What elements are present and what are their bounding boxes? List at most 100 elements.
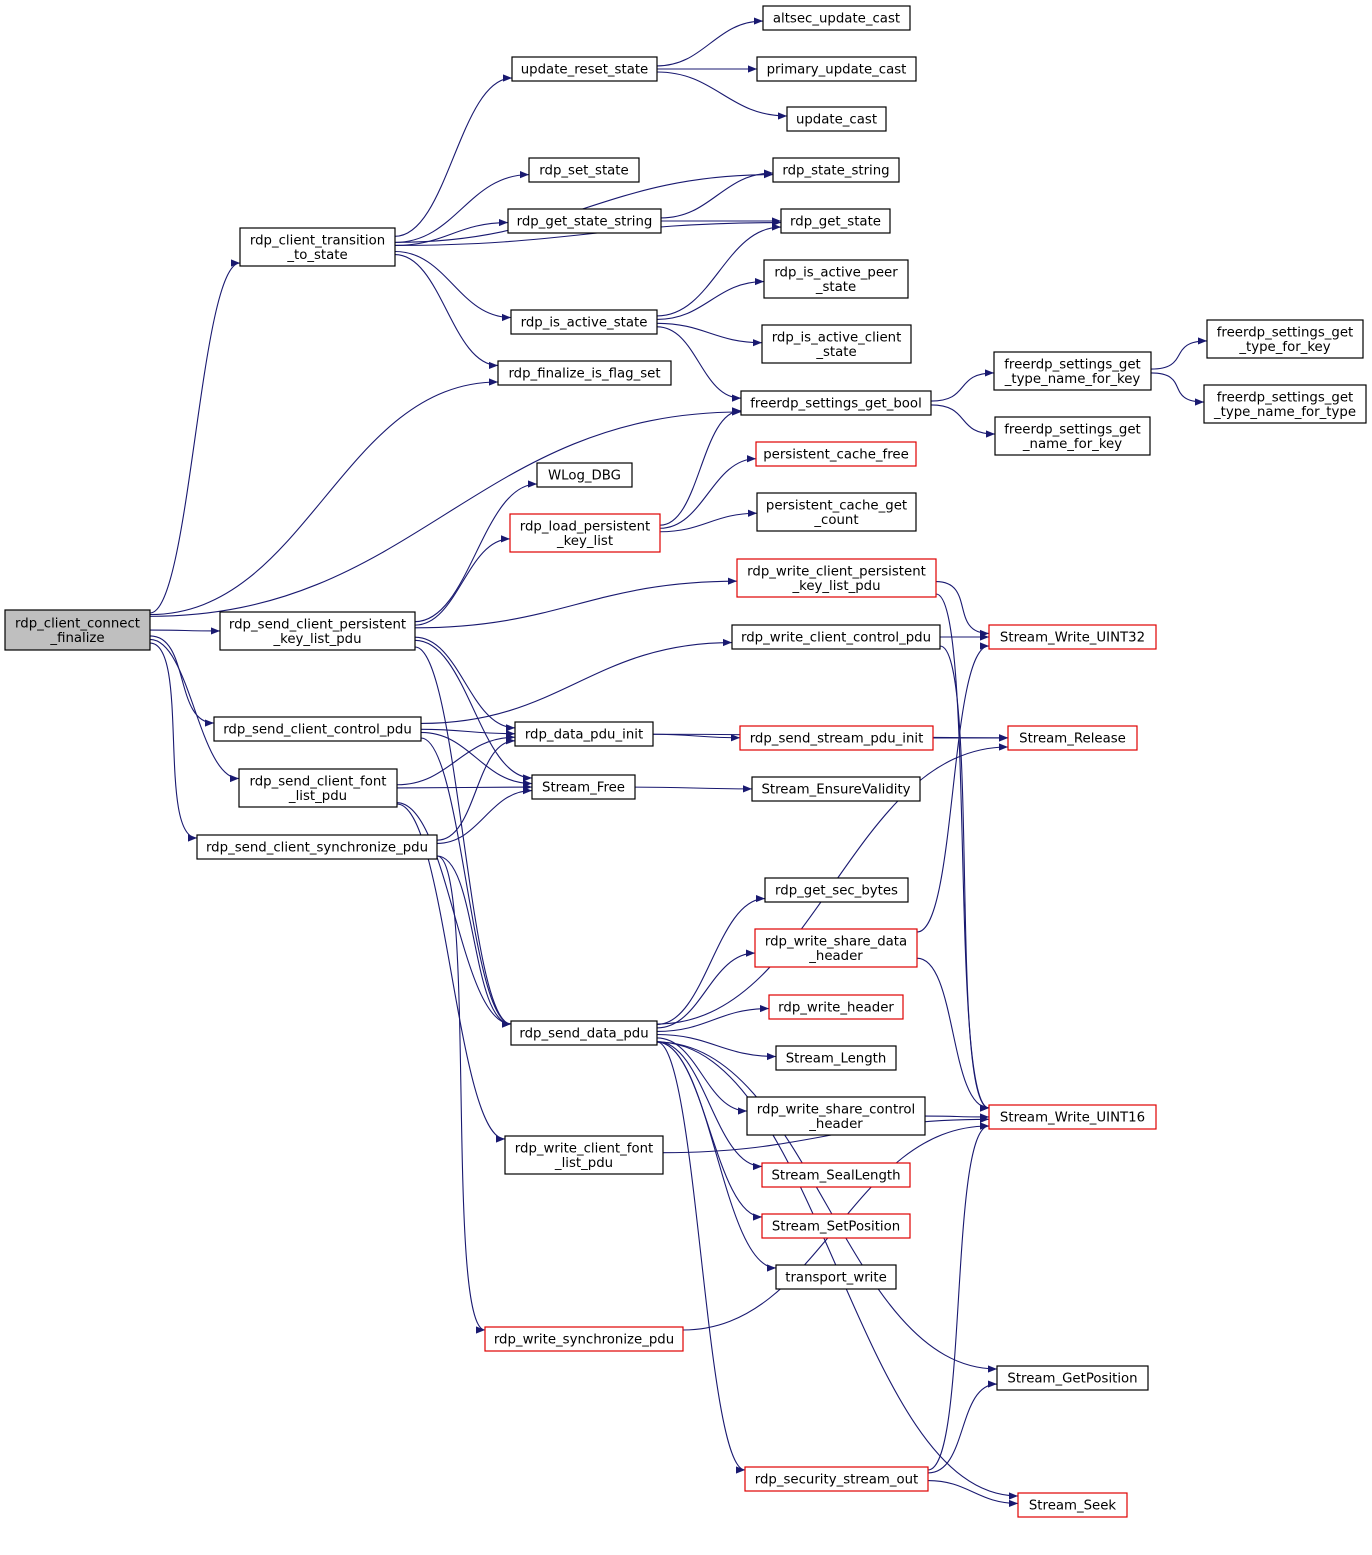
node-label: rdp_send_client_font	[249, 774, 386, 789]
node-get-state[interactable]: rdp_get_state	[780, 208, 891, 234]
edge-send-font-to-data-pdu-init	[396, 733, 516, 786]
node-sec-stream-out[interactable]: rdp_security_stream_out	[744, 1466, 929, 1492]
node-label: _type_for_key	[1238, 340, 1330, 355]
node-label: rdp_write_client_persistent	[747, 564, 926, 579]
node-seek[interactable]: Stream_Seek	[1017, 1492, 1128, 1518]
node-ensure-valid[interactable]: Stream_EnsureValidity	[751, 776, 921, 802]
node-get-position[interactable]: Stream_GetPosition	[996, 1365, 1149, 1391]
node-stream-free[interactable]: Stream_Free	[531, 774, 636, 800]
edge-arrow	[414, 639, 533, 782]
node-name-for-key[interactable]: freerdp_settings_get_name_for_key	[994, 416, 1151, 456]
node-active-client[interactable]: rdp_is_active_client_state	[761, 324, 912, 364]
edge-arrow	[1150, 372, 1205, 406]
node-type-name-type[interactable]: freerdp_settings_get_type_name_for_type	[1203, 384, 1367, 424]
node-set-state[interactable]: rdp_set_state	[528, 157, 640, 183]
node-active-peer[interactable]: rdp_is_active_peer_state	[763, 259, 909, 299]
node-share-ctrl-hdr[interactable]: rdp_write_share_control_header	[746, 1096, 926, 1136]
node-set-position[interactable]: Stream_SetPosition	[761, 1213, 911, 1239]
node-label: rdp_write_share_data	[765, 934, 907, 949]
node-send-font[interactable]: rdp_send_client_font_list_pdu	[238, 768, 398, 808]
node-uint16[interactable]: Stream_Write_UINT16	[988, 1104, 1157, 1130]
edge-arrow	[924, 1113, 990, 1121]
node-sec-bytes[interactable]: rdp_get_sec_bytes	[764, 877, 909, 903]
node-load-pkl[interactable]: rdp_load_persistent_key_list	[509, 513, 661, 553]
node-box	[996, 1365, 1149, 1391]
edge-send-pkl-to-stream-free	[414, 639, 533, 782]
edge-load-pkl-to-pcache-free	[659, 455, 757, 529]
node-label: _type_name_for_type	[1213, 405, 1356, 420]
edge-send-ctrl-to-write-ctrl	[420, 638, 733, 725]
edge-arrow	[656, 326, 742, 402]
node-label: Stream_Seek	[1029, 1499, 1117, 1514]
node-send-pkl[interactable]: rdp_send_client_persistent_key_list_pdu	[219, 611, 416, 651]
edge-root-to-transition	[149, 259, 241, 614]
node-label: freerdp_settings_get	[1004, 357, 1141, 372]
node-box	[739, 725, 934, 751]
node-send-stream-init[interactable]: rdp_send_stream_pdu_init	[739, 725, 934, 751]
node-send-data-pdu[interactable]: rdp_send_data_pdu	[510, 1020, 658, 1046]
node-is-active-state[interactable]: rdp_is_active_state	[510, 309, 658, 335]
edge-update-reset-to-altsec	[656, 17, 764, 67]
node-data-pdu-init[interactable]: rdp_data_pdu_init	[514, 721, 654, 747]
node-label: WLog_DBG	[548, 469, 621, 484]
node-type-name-key[interactable]: freerdp_settings_get_type_name_for_key	[993, 351, 1152, 391]
node-seal-length[interactable]: Stream_SealLength	[761, 1162, 911, 1188]
node-send-sync[interactable]: rdp_send_client_synchronize_pdu	[196, 834, 438, 860]
node-label: rdp_send_client_synchronize_pdu	[206, 841, 428, 856]
node-write-pkl[interactable]: rdp_write_client_persistent_key_list_pdu	[736, 558, 937, 598]
node-transport-write[interactable]: transport_write	[775, 1264, 897, 1290]
edge-send-data-pdu-to-stream-length	[656, 1033, 777, 1061]
node-label: rdp_send_stream_pdu_init	[750, 732, 924, 747]
node-get-state-string[interactable]: rdp_get_state_string	[507, 208, 662, 234]
node-transition[interactable]: rdp_client_transition_to_state	[239, 227, 396, 267]
node-write-sync[interactable]: rdp_write_synchronize_pdu	[484, 1326, 684, 1352]
node-stream-length[interactable]: Stream_Length	[775, 1045, 897, 1071]
node-wlog[interactable]: WLog_DBG	[536, 462, 633, 488]
node-share-data-hdr[interactable]: rdp_write_share_data_header	[754, 928, 918, 968]
edge-arrow	[1150, 337, 1208, 370]
node-type-for-key[interactable]: freerdp_settings_get_type_for_key	[1206, 319, 1364, 359]
node-pcache-count[interactable]: persistent_cache_get_count	[756, 492, 917, 532]
node-label: rdp_security_stream_out	[755, 1473, 919, 1488]
node-label: rdp_set_state	[539, 164, 628, 179]
node-box	[775, 1045, 897, 1071]
edge-arrow	[394, 218, 782, 246]
edge-arrow	[930, 369, 995, 402]
node-write-header[interactable]: rdp_write_header	[768, 994, 904, 1020]
node-primary[interactable]: primary_update_cast	[756, 56, 917, 82]
node-box	[744, 1466, 929, 1492]
node-label: update_reset_state	[521, 63, 649, 78]
node-update-cast[interactable]: update_cast	[786, 106, 887, 132]
node-label: _list_pdu	[288, 789, 347, 804]
node-box	[988, 1104, 1157, 1130]
node-finalize-flag[interactable]: rdp_finalize_is_flag_set	[497, 360, 672, 386]
node-root[interactable]: rdp_client_connect_finalize	[4, 609, 151, 651]
edge-arrow	[414, 480, 538, 623]
node-label: _header	[808, 949, 863, 964]
node-label: rdp_get_sec_bytes	[775, 884, 898, 899]
node-release[interactable]: Stream_Release	[1007, 725, 1138, 751]
node-label: freerdp_settings_get	[1217, 390, 1354, 405]
edge-arrow	[396, 783, 533, 791]
node-send-ctrl[interactable]: rdp_send_client_control_pdu	[213, 716, 422, 742]
edge-arrow	[659, 509, 758, 533]
edge-arrow	[930, 404, 996, 438]
node-label: primary_update_cast	[767, 63, 907, 78]
edge-arrow	[634, 785, 753, 793]
node-state-string[interactable]: rdp_state_string	[772, 157, 900, 183]
edge-arrow	[149, 635, 215, 727]
edge-arrow	[420, 728, 516, 738]
edge-send-data-pdu-to-sec-stream-out	[656, 1041, 746, 1474]
node-box	[755, 441, 917, 467]
node-uint32[interactable]: Stream_Write_UINT32	[988, 624, 1157, 650]
node-altsec[interactable]: altsec_update_cast	[762, 5, 911, 31]
node-settings-bool[interactable]: freerdp_settings_get_bool	[740, 390, 932, 416]
node-box	[740, 390, 932, 416]
node-update-reset[interactable]: update_reset_state	[511, 56, 658, 82]
node-write-ctrl[interactable]: rdp_write_client_control_pdu	[731, 624, 941, 650]
node-pcache-free[interactable]: persistent_cache_free	[755, 441, 917, 467]
node-write-font[interactable]: rdp_write_client_font_list_pdu	[504, 1135, 664, 1175]
edge-get-state-string-to-state-string	[660, 169, 774, 219]
node-label: rdp_write_header	[778, 1001, 894, 1016]
edge-transition-to-finalize-flag	[394, 254, 499, 370]
